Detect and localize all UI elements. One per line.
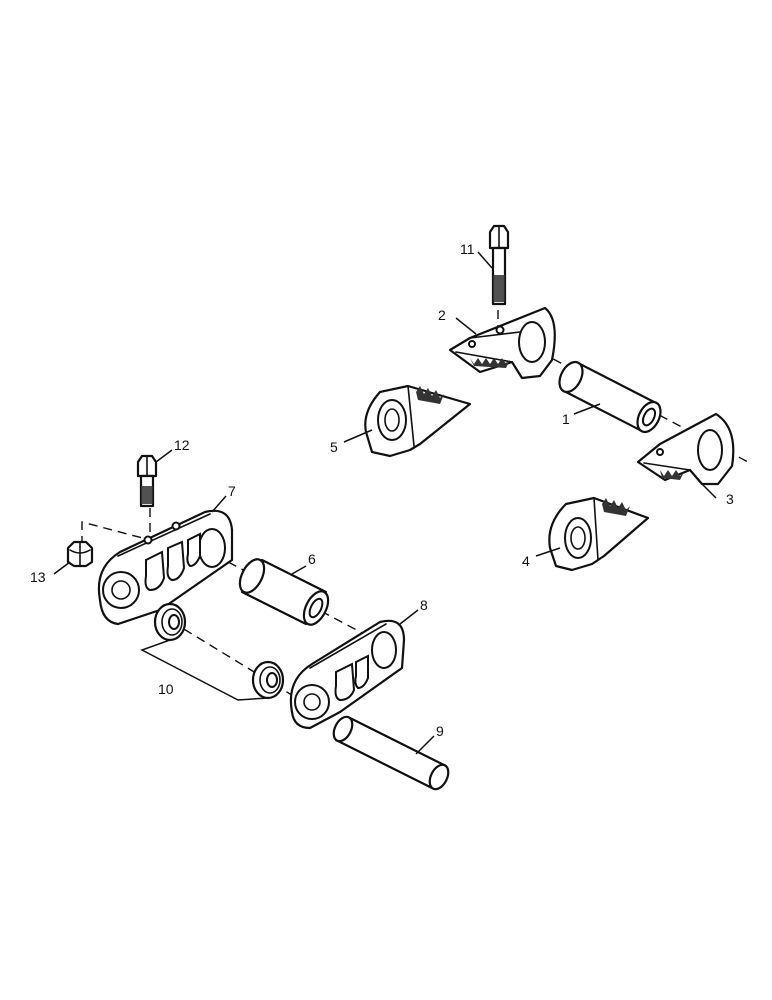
link-part-3 [636,412,735,486]
callout-9: 9 [436,723,444,739]
callout-4: 4 [522,553,530,569]
bushing-part-1 [558,360,662,434]
callout-3: 3 [726,491,734,507]
seal-rings-part-10 [140,602,285,701]
callout-6: 6 [308,551,316,567]
pin-part-9 [332,715,450,791]
callout-5: 5 [330,439,338,455]
callout-labels: 1 2 3 4 5 6 7 8 9 10 11 12 13 [30,241,734,739]
callout-2: 2 [438,307,446,323]
nut-part-13 [66,540,94,568]
callout-1: 1 [562,411,570,427]
link-part-2 [448,306,556,380]
callout-10: 10 [158,681,174,697]
callout-leaders [53,251,717,755]
bolt-part-11 [488,224,510,306]
callout-8: 8 [420,597,428,613]
callout-12: 12 [174,437,190,453]
block-part-4 [548,496,650,572]
bushing-part-6 [238,558,330,626]
block-part-5 [364,384,472,458]
callout-7: 7 [228,483,236,499]
link-part-8 [289,619,406,730]
link-part-7 [97,509,234,626]
callout-11: 11 [460,241,475,257]
callout-13: 13 [30,569,46,585]
bolt-part-12 [136,454,158,508]
